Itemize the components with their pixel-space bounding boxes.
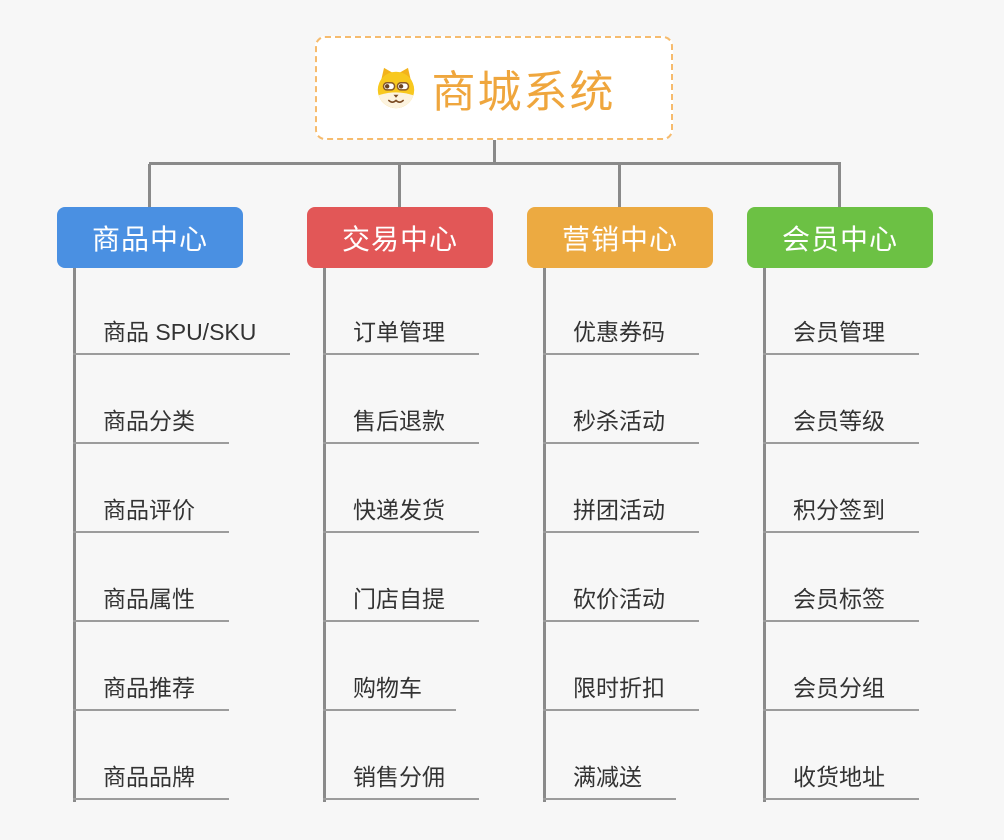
leaf-node[interactable]: 会员分组 [763,674,919,711]
branch-node-product-center[interactable]: 商品中心 [57,207,243,268]
connector-trunk [73,268,76,802]
leaf-node[interactable]: 拼团活动 [543,496,699,533]
connector-trunk [763,268,766,802]
connector-drop-marketing-center [618,164,621,208]
branch-product-center: 商品中心 商品 SPU/SKU 商品分类商品评价商品属性商品推荐商品品牌 [57,207,307,817]
branch-node-member-center[interactable]: 会员中心 [747,207,933,268]
leaf-node[interactable]: 门店自提 [323,585,479,622]
connector-trunk [543,268,546,802]
leaf-node[interactable]: 商品属性 [73,585,229,622]
connector-bus [149,162,841,165]
branch-node-marketing-center[interactable]: 营销中心 [527,207,713,268]
leaf-node[interactable]: 优惠券码 [543,318,699,355]
branch-marketing-center: 营销中心 优惠券码秒杀活动拼团活动砍价活动限时折扣满减送 [527,207,777,817]
leaf-node[interactable]: 购物车 [323,674,456,711]
leaf-node[interactable]: 商品推荐 [73,674,229,711]
leaf-node[interactable]: 商品分类 [73,407,229,444]
branch-node-trade-center[interactable]: 交易中心 [307,207,493,268]
leaf-node[interactable]: 积分签到 [763,496,919,533]
leaf-node[interactable]: 商品 SPU/SKU [73,318,291,355]
leaf-node[interactable]: 会员等级 [763,407,919,444]
branch-member-center: 会员中心 会员管理会员等级积分签到会员标签会员分组收货地址 [747,207,997,817]
leaf-node[interactable]: 销售分佣 [323,763,479,800]
leaf-node[interactable]: 满减送 [543,763,676,800]
leaf-node[interactable]: 售后退款 [323,407,479,444]
branch-trade-center: 交易中心 订单管理售后退款快递发货门店自提购物车销售分佣 [307,207,557,817]
connector-trunk [323,268,326,802]
leaf-node[interactable]: 会员标签 [763,585,919,622]
leaf-node[interactable]: 会员管理 [763,318,919,355]
root-node[interactable]: 商城系统 [315,36,673,140]
leaf-node[interactable]: 限时折扣 [543,674,699,711]
connector-root-stub [493,140,496,164]
leaf-node[interactable]: 砍价活动 [543,585,699,622]
leaf-node[interactable]: 收货地址 [763,763,919,800]
leaf-node[interactable]: 秒杀活动 [543,407,699,444]
leaf-node[interactable]: 快递发货 [323,496,479,533]
connector-drop-product-center [148,164,151,208]
connector-drop-member-center [838,164,841,208]
root-node-title: 商城系统 [431,68,616,117]
connector-drop-trade-center [398,164,401,208]
leaf-node[interactable]: 商品评价 [73,496,229,533]
leaf-node[interactable]: 订单管理 [323,318,479,355]
dog-face-icon [373,65,419,111]
leaf-node[interactable]: 商品品牌 [73,763,229,800]
